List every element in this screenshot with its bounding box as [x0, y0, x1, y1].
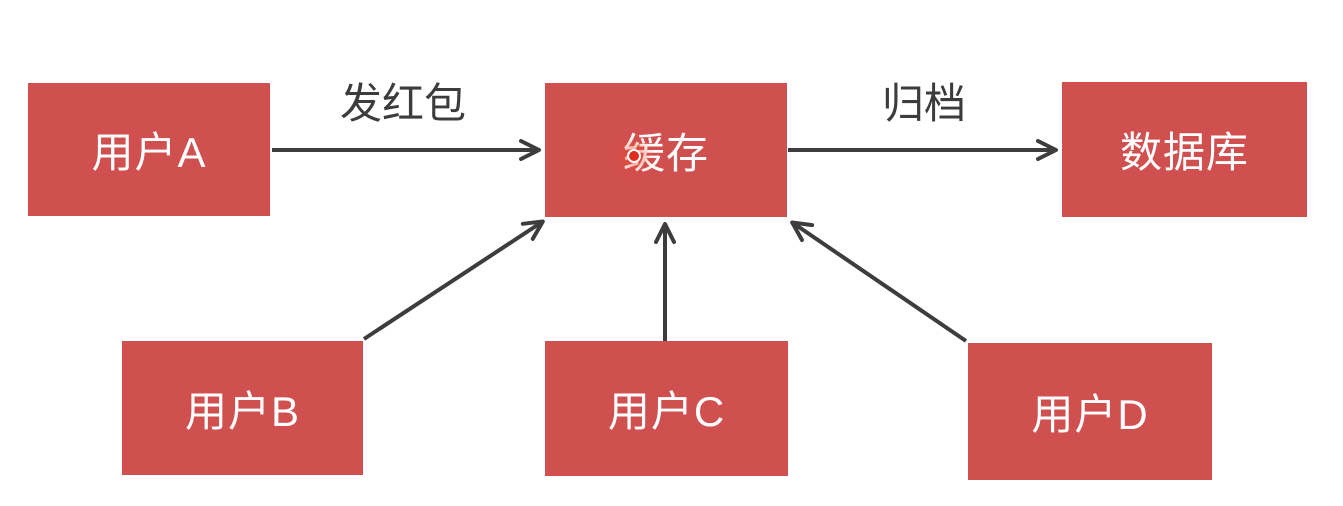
- node-user-d-label: 用户D: [1031, 391, 1149, 438]
- arrow-user-b-to-cache: [362, 219, 545, 341]
- node-database-label: 数据库: [1119, 129, 1249, 176]
- click-indicator-icon: [627, 149, 641, 163]
- node-user-b[interactable]: 用户B: [122, 341, 363, 475]
- edge-label-archive: 归档: [881, 80, 967, 127]
- node-user-b-label: 用户B: [184, 387, 300, 435]
- node-user-d[interactable]: 用户D: [968, 343, 1212, 480]
- node-cache[interactable]: 缓存: [545, 83, 787, 217]
- node-user-c-label: 用户C: [607, 388, 726, 435]
- edge-label-send-red-packet: 发红包: [339, 80, 467, 127]
- node-database[interactable]: 数据库: [1062, 82, 1307, 217]
- arrow-user-d-to-cache: [790, 220, 968, 343]
- node-user-c[interactable]: 用户C: [545, 341, 788, 476]
- node-user-a-label: 用户A: [91, 129, 207, 176]
- node-user-a[interactable]: 用户A: [28, 83, 270, 216]
